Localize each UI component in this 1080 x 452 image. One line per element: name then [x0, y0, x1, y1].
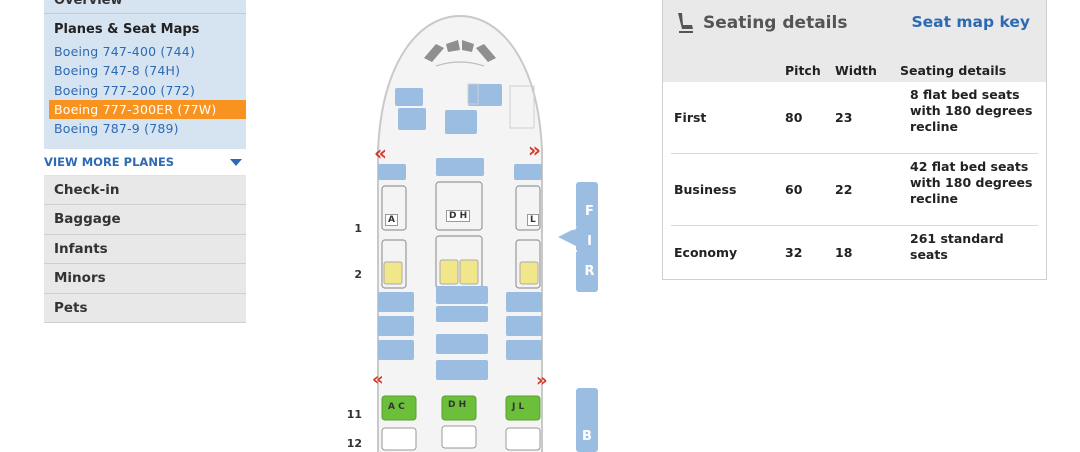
sidebar-item-minors[interactable]: Minors	[44, 264, 246, 294]
fuselage-outline	[377, 14, 543, 452]
svg-text:»: »	[536, 370, 548, 391]
seating-details-panel: Seating details Seat map key Pitch Width…	[662, 0, 1047, 280]
sidebar-item-infants[interactable]: Infants	[44, 234, 246, 265]
seating-details-title: Seating details	[703, 13, 848, 33]
svg-text:«: «	[372, 369, 384, 390]
plane-link-744[interactable]: Boeing 747-400 (744)	[54, 44, 196, 59]
pitch-cell: 80	[785, 110, 803, 125]
pitch-cell: 60	[785, 182, 803, 197]
first-class-seat-fill	[383, 259, 539, 285]
chevron-down-icon	[230, 158, 242, 166]
row-number-11: 11	[346, 408, 362, 421]
table-row: Business 60 22 42 flat bed seats with 18…	[671, 154, 1038, 226]
width-cell: 22	[835, 182, 853, 197]
seating-details-header: Seating details Seat map key Pitch Width…	[663, 0, 1046, 82]
cabin-tab-first[interactable]: F I R S T	[565, 182, 598, 292]
seat-letter-l[interactable]: L	[527, 214, 539, 226]
table-row: Economy 32 18 261 standard seats	[671, 226, 1038, 280]
seat-letters-ac[interactable]: A C	[388, 402, 405, 412]
seat-letter-dh[interactable]: D H	[446, 210, 471, 222]
exit-markers-front: «»	[374, 138, 541, 165]
width-cell: 23	[835, 110, 853, 125]
svg-text:»: »	[528, 138, 541, 162]
seating-desc-cell: 8 flat bed seats with 180 degrees reclin…	[910, 87, 1033, 134]
cabin-name-cell: Business	[674, 182, 737, 197]
seat-map: «»	[340, 0, 620, 452]
plane-link-74h[interactable]: Boeing 747-8 (74H)	[54, 63, 181, 79]
seating-desc-cell: 261 standard seats	[910, 231, 1004, 262]
sidebar-item-label: Overview	[54, 0, 123, 8]
cabin-tab-business[interactable]: B	[576, 388, 598, 452]
exit-markers-mid: «»	[372, 369, 548, 391]
seat-letters-dh[interactable]: D H	[448, 400, 467, 410]
aircraft-diagram: «»	[372, 14, 548, 452]
galley-lav-fixtures	[378, 158, 542, 180]
seat-icon	[678, 13, 693, 33]
cabin-name-cell: Economy	[674, 245, 738, 260]
pitch-cell: 32	[785, 245, 803, 260]
seat-map-key-link[interactable]: Seat map key	[911, 13, 1030, 31]
cabin-name-cell: First	[674, 110, 707, 125]
sidebar: Overview Planes & Seat Maps Boeing 747-4…	[44, 0, 246, 323]
column-header-pitch: Pitch	[785, 63, 821, 78]
planes-section-title[interactable]: Planes & Seat Maps	[54, 22, 200, 37]
seat-letter-a[interactable]: A	[385, 214, 398, 226]
sidebar-item-baggage[interactable]: Baggage	[44, 205, 246, 235]
cockpit-windows	[424, 40, 496, 62]
view-more-planes-button[interactable]: VIEW MORE PLANES	[44, 149, 246, 176]
sidebar-item-pets[interactable]: Pets	[44, 293, 246, 323]
plane-link-789[interactable]: Boeing 787-9 (789)	[54, 121, 179, 137]
view-more-planes-label: VIEW MORE PLANES	[44, 155, 175, 169]
sidebar-item-check-in[interactable]: Check-in	[44, 176, 246, 206]
width-cell: 18	[835, 245, 853, 260]
planes-section: Planes & Seat Maps Boeing 747-400 (744) …	[44, 14, 246, 149]
row-number-2: 2	[354, 268, 362, 281]
mid-fixtures	[378, 286, 542, 380]
row-number-12: 12	[346, 437, 362, 450]
business-seats-row-12	[381, 425, 541, 451]
sidebar-item-overview[interactable]: Overview	[44, 0, 246, 14]
column-header-width: Width	[835, 63, 877, 78]
seat-letters-jl[interactable]: J L	[512, 402, 525, 412]
first-cabin-pointer	[558, 228, 576, 246]
row-number-1: 1	[354, 222, 362, 235]
seating-desc-cell: 42 flat bed seats with 180 degrees recli…	[910, 159, 1033, 206]
table-row: First 80 23 8 flat bed seats with 180 de…	[671, 82, 1038, 154]
plane-link-772[interactable]: Boeing 777-200 (772)	[54, 82, 196, 98]
business-seats	[381, 395, 541, 421]
plane-link-77w-active[interactable]: Boeing 777-300ER (77W)	[49, 99, 246, 120]
front-fixtures	[395, 83, 535, 134]
column-header-seating: Seating details	[900, 63, 1007, 78]
first-class-seats	[381, 181, 541, 289]
svg-text:«: «	[374, 141, 387, 165]
